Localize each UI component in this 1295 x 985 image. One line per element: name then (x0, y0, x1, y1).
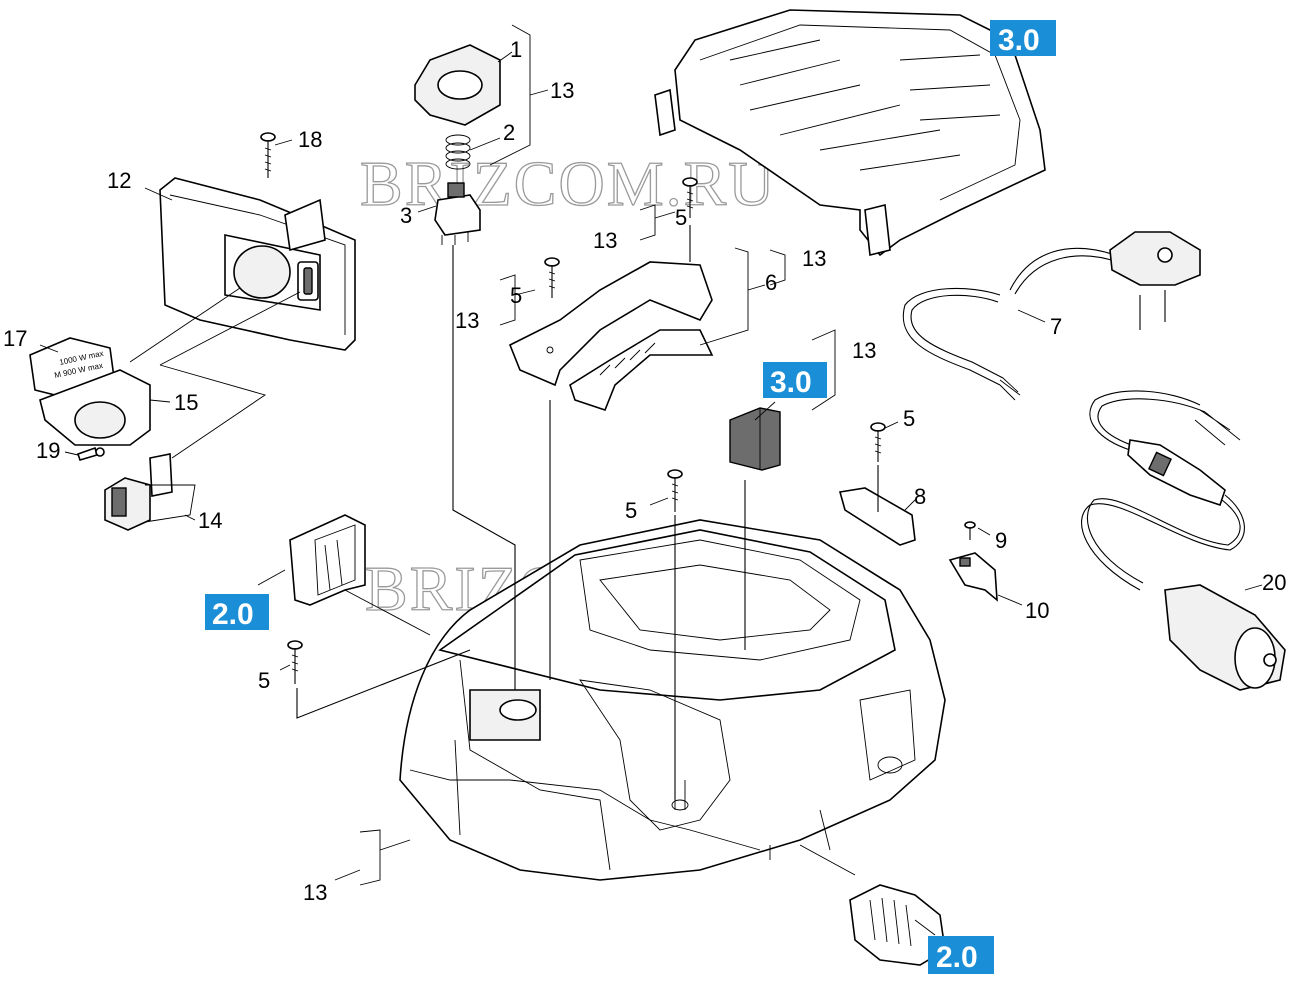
part-3-switch (434, 182, 481, 245)
label-part-5-b: 5 (510, 283, 522, 308)
badge-2-0-left-text: 2.0 (212, 598, 254, 631)
label-part-19: 19 (36, 438, 60, 463)
part-18-screw (260, 132, 276, 178)
label-part-2: 2 (503, 120, 515, 145)
label-part-8: 8 (914, 484, 926, 509)
label-part-13-b: 13 (593, 228, 617, 253)
label-part-20: 20 (1262, 570, 1286, 595)
part-8-clip (838, 487, 916, 546)
label-part-5-a: 5 (675, 205, 687, 230)
label-part-18: 18 (298, 127, 322, 152)
part-5-screw-c (870, 422, 886, 462)
label-part-1: 1 (510, 37, 522, 62)
badge-2-0-bottom-text: 2.0 (936, 941, 978, 974)
part-5-screw-a (682, 177, 698, 218)
label-part-13-e: 13 (852, 338, 876, 363)
part-5-screw-b (544, 257, 560, 298)
badge-3-0-filter[interactable]: 3.0 (763, 362, 827, 399)
side-grip-left (289, 514, 366, 606)
watermark-top: BRIZCOM.RU (360, 148, 777, 219)
label-part-5-d: 5 (625, 498, 637, 523)
main-housing (399, 519, 946, 881)
leader-lines (39, 24, 1263, 936)
part-5-screw-e (287, 640, 303, 684)
label-part-9: 9 (995, 528, 1007, 553)
part-5-screw-d (667, 469, 683, 512)
label-part-13-a: 13 (550, 78, 574, 103)
badge-3-0-top-text: 3.0 (998, 24, 1040, 57)
label-part-14: 14 (198, 508, 222, 533)
badge-3-0-filter-text: 3.0 (770, 366, 812, 399)
part-labels: 1 2 3 13 18 12 17 15 19 14 5 13 5 13 6 1… (3, 37, 1286, 905)
label-part-13-d: 13 (802, 246, 826, 271)
part-9-screw (964, 521, 976, 540)
label-part-17: 17 (3, 326, 27, 351)
part-14-rocker-switch (104, 453, 173, 531)
part-15-socket (39, 369, 151, 446)
label-part-13-c: 13 (455, 308, 479, 333)
part-6-handle (508, 261, 714, 411)
part-1-knob (414, 44, 501, 126)
badge-3-0-top[interactable]: 3.0 (990, 20, 1056, 57)
part-10-latch (948, 552, 998, 602)
badge-2-0-bottom[interactable]: 2.0 (928, 936, 994, 974)
filter-element (729, 407, 781, 471)
part-20-connector-cable (1081, 390, 1286, 691)
part-19-screw (76, 446, 105, 461)
part-7-power-cable (902, 231, 1201, 401)
part-2-spring (445, 134, 471, 170)
label-part-6: 6 (765, 270, 777, 295)
badge-2-0-left[interactable]: 2.0 (205, 594, 269, 631)
label-part-13-f: 13 (303, 880, 327, 905)
label-part-7: 7 (1050, 314, 1062, 339)
label-part-15: 15 (174, 390, 198, 415)
label-part-5-e: 5 (258, 668, 270, 693)
part-12-front-panel (159, 177, 356, 351)
label-part-3: 3 (400, 203, 412, 228)
label-part-5-c: 5 (903, 406, 915, 431)
label-part-10: 10 (1025, 598, 1049, 623)
label-part-12: 12 (107, 168, 131, 193)
